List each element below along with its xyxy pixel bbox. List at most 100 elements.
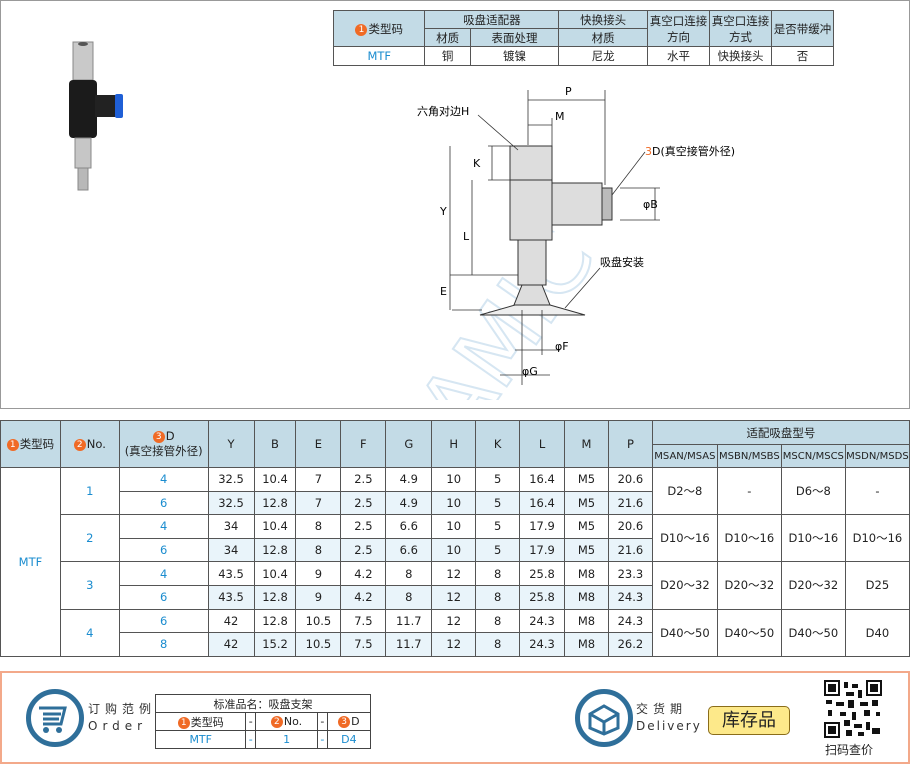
dim-cell: 32.5 <box>207 467 255 492</box>
type-cell: MTF <box>0 467 61 657</box>
label-y: Y <box>439 205 447 218</box>
dim-cell: 5 <box>475 467 521 492</box>
dim-cell: 8 <box>295 537 342 563</box>
order-col: - <box>317 712 328 731</box>
d-cell: 6 <box>118 584 209 610</box>
stock-badge: 库存品 <box>708 706 790 735</box>
spec-cell: 快换接头 <box>709 46 772 66</box>
dim-cell: 2.5 <box>340 467 387 492</box>
dim-cell: 24.3 <box>607 608 653 634</box>
dim-cell: 16.4 <box>519 490 566 516</box>
dim-cell: 10.4 <box>253 561 297 586</box>
header-b: B <box>253 420 297 468</box>
header-p: P <box>607 420 653 468</box>
dim-cell: 34 <box>207 514 255 539</box>
dim-cell: 4.9 <box>385 467 433 492</box>
label-b: φB <box>643 198 658 211</box>
d-cell: 4 <box>118 561 209 586</box>
dim-cell: 10.4 <box>253 514 297 539</box>
dimension-drawing: SAMIC 六角对边H P M K Y L E 3D(真空接管外径) φB 吸盘… <box>364 85 735 400</box>
qr-label: 扫码查价 <box>825 743 874 757</box>
dim-cell: 7 <box>295 467 342 492</box>
header-h: H <box>431 420 477 468</box>
header-fit-col: MSAN/MSAS <box>651 444 718 468</box>
dim-cell: 2.5 <box>340 537 387 563</box>
fit-cell: D10～16 <box>780 514 846 563</box>
dim-cell: 9 <box>295 561 342 586</box>
qr-code-icon[interactable] <box>824 680 882 738</box>
fit-cell: D20～32 <box>651 561 718 610</box>
order-title: 订购范例 <box>88 702 157 716</box>
header-fit: 适配吸盘型号 <box>651 420 910 445</box>
label-pad: 吸盘安装 <box>600 255 644 269</box>
header-type: 类型码 <box>19 437 55 451</box>
dim-cell: 8 <box>385 584 433 610</box>
header-e: E <box>295 420 342 468</box>
dim-cell: 5 <box>475 514 521 539</box>
dim-cell: 9 <box>295 584 342 610</box>
header-fit-col: MSBN/MSBS <box>716 444 782 468</box>
fit-cell: D40～50 <box>780 608 846 657</box>
dim-cell: 12.8 <box>253 537 297 563</box>
header-no: No. <box>86 437 106 451</box>
no-cell: 1 <box>59 466 120 516</box>
dim-cell: M5 <box>564 467 609 492</box>
header-fit-col: MSCN/MSCS <box>780 444 846 468</box>
dim-cell: 10.5 <box>295 632 342 657</box>
dim-cell: 8 <box>475 561 521 586</box>
fit-cell: D10～16 <box>716 514 782 563</box>
label-f: φF <box>555 340 569 353</box>
delivery-box-icon <box>575 689 633 747</box>
label-hex: 六角对边H <box>417 104 469 118</box>
dim-cell: 10 <box>431 537 477 563</box>
dim-cell: 20.6 <box>607 514 653 539</box>
dim-cell: 10 <box>431 490 477 516</box>
dim-cell: 17.9 <box>519 514 566 539</box>
dim-cell: 12 <box>431 608 477 634</box>
d-cell: 6 <box>118 608 209 634</box>
no-cell: 3 <box>59 561 120 610</box>
spec-cell: 水平 <box>647 46 710 66</box>
dim-cell: M5 <box>564 490 609 516</box>
spec-header: 真空口连接方向 <box>647 10 710 47</box>
header-d: D <box>165 429 175 443</box>
dim-cell: 10.4 <box>253 467 297 492</box>
dim-cell: 12.8 <box>253 490 297 516</box>
fit-cell: - <box>844 466 910 516</box>
header-d-sub: (真空接管外径) <box>124 444 203 458</box>
header-fit-col: MSDN/MSDS <box>844 444 910 468</box>
order-std-name: 标准品名：吸盘支架 <box>155 694 371 713</box>
dim-cell: 17.9 <box>519 537 566 563</box>
order-title-en: Order <box>88 719 148 733</box>
dim-cell: 12 <box>431 561 477 586</box>
spec-cell: 铜 <box>424 46 471 66</box>
dim-cell: 7.5 <box>340 632 387 657</box>
watermark: SAMIC <box>365 209 616 400</box>
dim-cell: 4.2 <box>340 561 387 586</box>
dim-cell: 24.3 <box>607 584 653 610</box>
dim-cell: 11.7 <box>385 632 433 657</box>
d-cell: 6 <box>118 537 209 563</box>
fit-cell: - <box>716 466 782 516</box>
dim-cell: 12.8 <box>253 608 297 634</box>
header-l: L <box>519 420 566 468</box>
dim-cell: 20.6 <box>607 467 653 492</box>
dim-cell: 24.3 <box>519 632 566 657</box>
delivery-title-en: Delivery <box>636 719 702 733</box>
fit-cell: D6～8 <box>780 466 846 516</box>
dim-cell: M5 <box>564 537 609 563</box>
fit-cell: D40～50 <box>716 608 782 657</box>
dim-cell: 8 <box>385 561 433 586</box>
dim-cell: 8 <box>475 632 521 657</box>
dim-cell: 5 <box>475 490 521 516</box>
order-col: No. <box>283 715 303 728</box>
dim-cell: 16.4 <box>519 467 566 492</box>
dim-cell: M8 <box>564 561 609 586</box>
label-g: φG <box>522 365 538 378</box>
d-cell: 6 <box>118 490 209 516</box>
